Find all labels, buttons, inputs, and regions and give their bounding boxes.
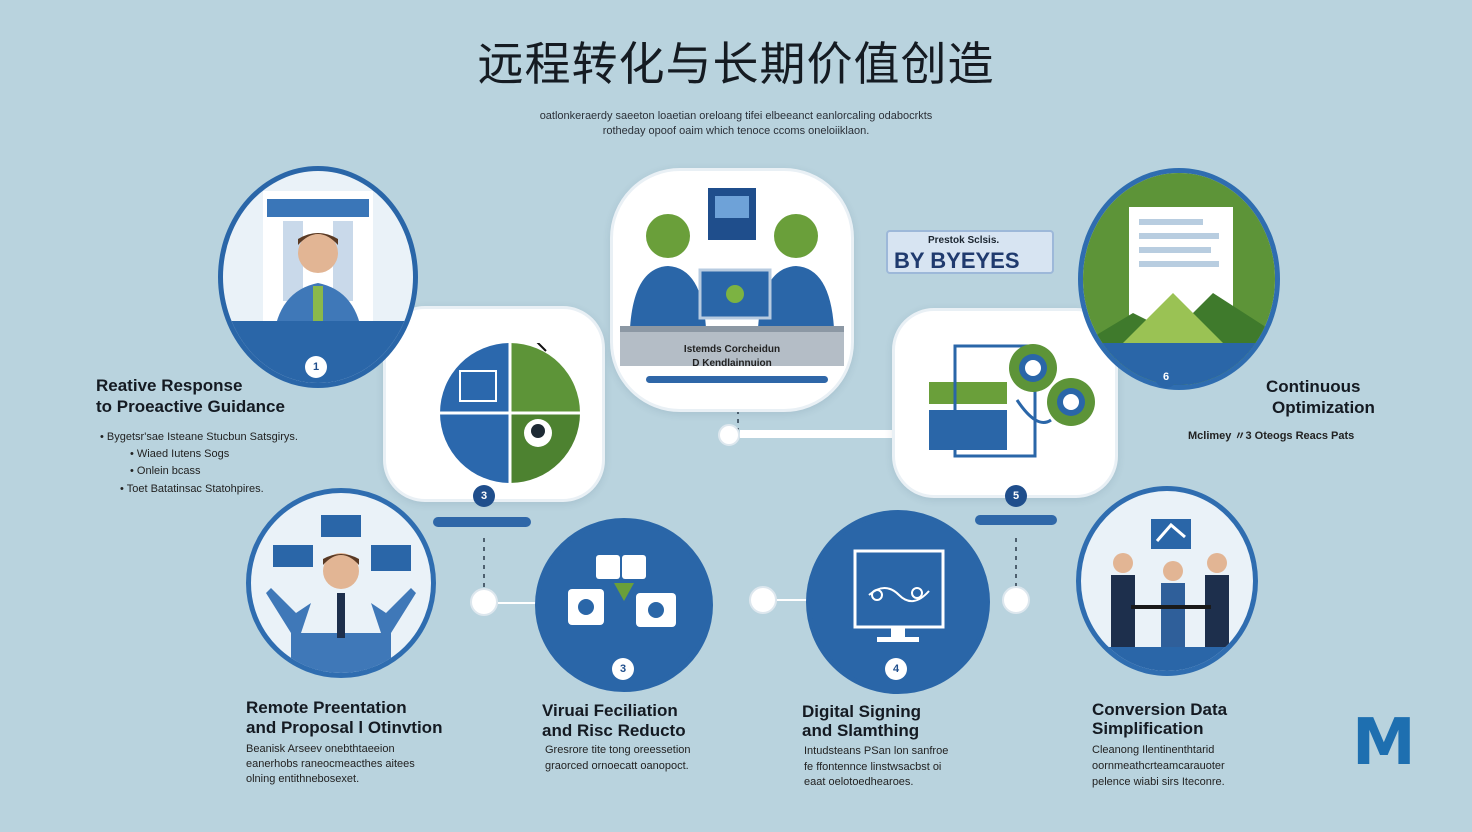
step-2-desc-1: Beanisk Arseev onebthtaeeion: [246, 743, 395, 755]
step-5-desc-2: oornmeathcrteamcarauoter: [1092, 760, 1225, 772]
document-landscape-illustration: [1083, 173, 1275, 385]
step-1-bullet-1: • Bygetsr'sae Isteane Stucbun Satsgirys.: [100, 431, 298, 443]
connector-dot-3: [1002, 586, 1030, 614]
step-2-desc-3: olning entithnebosexet.: [246, 773, 360, 785]
step-5-circle: [1076, 486, 1258, 676]
step-1-heading-1: Reative Response: [96, 376, 243, 395]
subtitle-line-1: oatlonkeraerdy saeeton loaetian oreloang…: [539, 110, 933, 122]
step-3-heading-1: Viruai Feciliation: [542, 701, 678, 720]
page-title: 远程转化与长期价值创造: [477, 37, 995, 91]
step-3-desc-1: Gresrore tite tong oreessetion: [545, 744, 691, 756]
strategy-bar: [433, 517, 531, 527]
step-2-circle: [246, 488, 436, 678]
step-1-bullet-2: • Wiaed Iutens Sogs: [130, 448, 230, 460]
analytics-bar: [975, 515, 1057, 525]
step-4-desc-3: eaat oelotoedhearoes.: [804, 776, 914, 788]
brand-tag-big-text: BY BYEYES: [894, 248, 1020, 273]
remote-meeting-illustration: [620, 188, 844, 366]
step-2-heading-1: Remote Preentation: [246, 698, 407, 717]
facilitation-icon: [568, 555, 676, 627]
step-4-heading-1: Digital Signing: [802, 702, 921, 721]
meeting-bar: [646, 376, 828, 383]
step-6-badge: 6: [1155, 366, 1177, 388]
step-1-bullet-3: • Onlein bcass: [130, 465, 201, 477]
quadrant-icon: [438, 343, 582, 483]
step-3-desc-2: graorced ornoecatt oanopoct.: [545, 760, 689, 772]
brand-logo-m: M: [1352, 706, 1416, 780]
step-3-badge: 3: [473, 485, 495, 507]
subtitle-line-2: rotheday opoof oaim which tenoce ccoms o…: [602, 125, 870, 137]
step-6-desc: Mclimey 〃3 Oteogs Reacs Pats: [1188, 430, 1355, 442]
presenter-illustration: [266, 515, 416, 673]
connector-dot-1: [470, 588, 498, 616]
step-1-bullet-4: • Toet Batatinsac Statohpires.: [120, 483, 264, 495]
brand-tag-small-text: Prestok Sclsis.: [928, 235, 1000, 246]
connector-dot-2: [749, 586, 777, 614]
step-1-heading-2: to Proeactive Guidance: [96, 397, 285, 416]
step-4-desc-1: Intudsteans PSan lon sanfroe: [804, 745, 949, 757]
step-4-badge: 4: [885, 658, 907, 680]
advisor-illustration: [223, 191, 413, 383]
step-4-desc-2: fe ffontennce linstwsacbst oi: [804, 761, 942, 773]
step-5-desc-1: Cleanong Ilentinenthtarid: [1092, 744, 1215, 756]
team-illustration: [1081, 519, 1253, 671]
meeting-caption-2: D Kendlainnuion: [692, 358, 772, 369]
step-5-heading-1: Conversion Data: [1092, 700, 1228, 719]
analytics-illustration: [929, 344, 1095, 458]
step-1-badge: 1: [305, 356, 327, 378]
step-3-heading-2: and Risc Reducto: [542, 721, 686, 740]
step-3-circle: [535, 518, 713, 692]
step-1-circle: [218, 166, 418, 388]
meeting-connector-dot: [718, 424, 740, 446]
step-4-heading-2: and Slamthing: [802, 721, 920, 740]
step-5-desc-3: pelence wiabi sirs Iteconre.: [1092, 776, 1225, 788]
meeting-caption-1: Istemds Corcheidun: [683, 344, 781, 355]
step-6-heading-1: Continuous: [1266, 377, 1361, 396]
step-2-heading-2: and Proposal l Otinvtion: [246, 718, 443, 737]
step-5-heading-2: Simplification: [1092, 719, 1204, 738]
brand-tag: Prestok Sclsis. BY BYEYES: [886, 230, 1054, 274]
step-6-heading-2: Optimization: [1272, 398, 1375, 417]
step-5-badge: 5: [1005, 485, 1027, 507]
signing-monitor-icon: [853, 549, 945, 642]
step-3-bottom-badge: 3: [612, 658, 634, 680]
step-6-circle: [1078, 168, 1280, 390]
step-2-desc-2: eanerhobs raneocmeacthes aitees: [246, 758, 415, 770]
